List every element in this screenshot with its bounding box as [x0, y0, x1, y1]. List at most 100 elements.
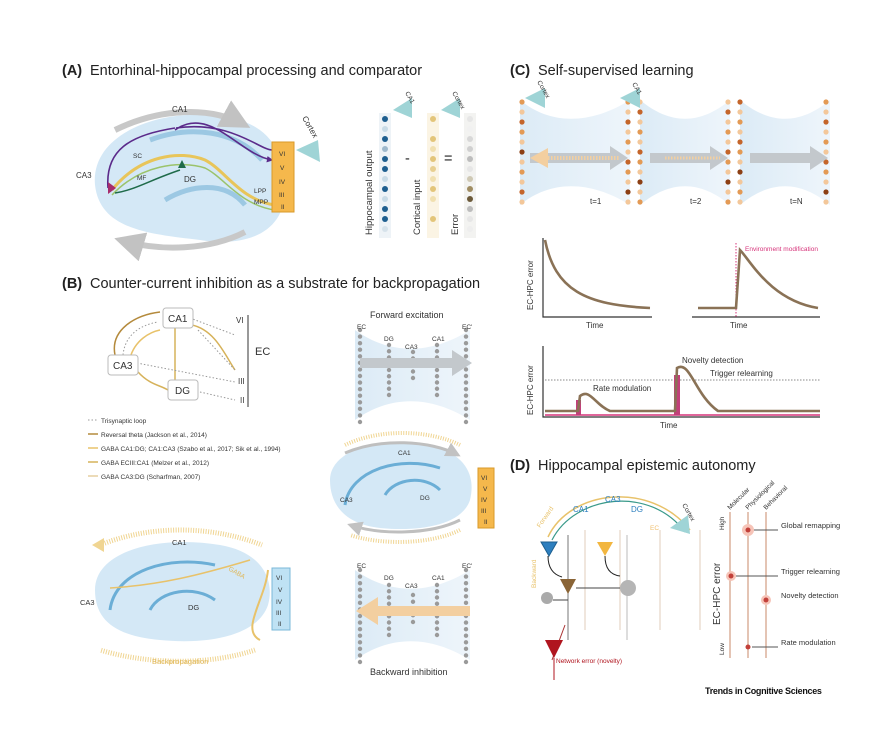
panel-d-title: Hippocampal epistemic autonomy	[538, 458, 756, 474]
network-unit	[737, 129, 743, 135]
ec-prime-unit	[463, 400, 469, 405]
network-unit	[519, 129, 525, 135]
network-unit	[725, 99, 731, 105]
ec-prime-unit	[463, 327, 469, 333]
plot2-error-curve	[698, 247, 819, 310]
cortical-input-unit	[430, 226, 436, 232]
epistemic-scale: Molecular Physiological Behavioral High …	[712, 479, 840, 658]
bottom-gaba-path-2	[109, 559, 251, 589]
network-unit	[737, 169, 743, 175]
plot2-annotation: Environment modification	[745, 246, 818, 253]
network-unit	[637, 179, 643, 185]
yellow-neuron-icon	[597, 542, 613, 556]
ec-unit	[357, 334, 363, 339]
panel-d-letter: (D)	[510, 458, 530, 474]
cortical-input-unit	[430, 186, 436, 192]
trigger-relearning-marker	[728, 573, 734, 579]
ec-prime-unit	[463, 419, 469, 425]
network-unit	[725, 159, 731, 165]
plot1-axes	[542, 238, 652, 318]
ec-prime-unit	[463, 406, 469, 412]
bwd-label-ec: EC	[357, 563, 366, 570]
forward-arrowhead	[452, 350, 472, 376]
ec-unit	[463, 567, 469, 573]
cortical-input-unit	[430, 116, 436, 122]
middle-dg-layer	[383, 478, 442, 496]
backward-arc	[551, 500, 686, 541]
scale-ylabel: EC-HPC error	[712, 562, 723, 625]
ec-unit	[357, 587, 363, 592]
sc-pathway	[107, 125, 273, 189]
ec-unit	[357, 659, 363, 665]
hippocampus-diagram: CA1 CA3 DG SC MF LPP MPP VI V IV III II …	[76, 100, 320, 262]
network-unit	[725, 149, 731, 155]
bottom-backprop-label: Backpropagation	[152, 657, 208, 666]
plot3-axes	[542, 346, 820, 418]
blue-to-brown-synapse	[547, 555, 563, 578]
error-unit	[467, 206, 473, 212]
ec-prime-unit	[463, 367, 469, 372]
network-unit	[725, 129, 731, 135]
panel-c-letter: (C)	[510, 63, 530, 79]
network-unit	[637, 119, 643, 125]
network-t2-shape	[640, 100, 730, 205]
circuit: Network error (novelty) CA1 CA3 DG EC Co…	[531, 495, 701, 680]
mf-label: MF	[137, 175, 146, 182]
network-unit	[625, 199, 631, 205]
ec-layer-ii: II	[240, 396, 244, 405]
ec-label: EC	[255, 346, 270, 358]
bottom-ca3-label: CA3	[80, 598, 95, 607]
network-error-label: Network error (novelty)	[556, 658, 622, 665]
hidden-unit	[434, 392, 440, 398]
faded-dendrites	[584, 530, 701, 630]
global-remapping-marker	[745, 527, 751, 533]
cortex-tag-icon	[525, 88, 545, 108]
trisynaptic-path	[122, 321, 159, 356]
network-unit	[519, 169, 525, 175]
hippocampal-output-unit	[382, 226, 388, 232]
network-unit	[725, 139, 731, 145]
hidden-unit	[434, 380, 440, 385]
ec-unit	[463, 574, 469, 579]
journal-credit: Trends in Cognitive Sciences	[705, 686, 822, 696]
fwd-label-ec: EC	[357, 324, 366, 331]
legend-item: GABA ECIII:CA1 (Melzer et al., 2012)	[101, 460, 209, 467]
ec-unit	[357, 567, 363, 573]
error-unit	[467, 196, 473, 202]
sc-label: SC	[133, 153, 142, 160]
layer-iv: IV	[279, 179, 286, 186]
network-unit	[823, 189, 829, 195]
step-t1-label: t=1	[590, 197, 602, 206]
comparator: Hippocampal output Cortical input Error …	[364, 91, 476, 238]
node-dg	[167, 379, 199, 401]
forward-flow-shape	[355, 330, 470, 420]
hidden-unit	[386, 342, 392, 348]
middle-ca1-label: CA1	[398, 450, 411, 457]
bottom-layer-iv: IV	[276, 599, 283, 606]
hippocampal-output-unit	[382, 216, 388, 222]
ec-unit	[357, 327, 363, 333]
ca1-ec-vi-path	[189, 317, 236, 336]
backward-label: Backward	[531, 559, 538, 588]
dg-layer	[163, 185, 247, 207]
ca3-label: CA3	[76, 171, 92, 180]
middle-dg-label: DG	[420, 495, 430, 502]
dg-neuron-icon	[178, 160, 186, 168]
ec-prime-unit	[463, 347, 469, 352]
network-unit	[519, 189, 525, 195]
hidden-unit	[386, 392, 392, 398]
network-unit	[823, 99, 829, 105]
ec-unit	[357, 574, 363, 579]
plot-decay: EC-HPC error Time	[526, 238, 652, 330]
cortex-tag-icon	[441, 98, 460, 118]
hidden-unit	[386, 632, 392, 638]
hidden-unit	[386, 386, 392, 391]
eciii-ca1-path	[197, 329, 236, 371]
lpp-label: LPP	[254, 188, 266, 195]
network-unit	[737, 189, 743, 195]
hippocampal-output-column	[379, 113, 391, 238]
interneuron-right-icon	[620, 580, 636, 596]
network-unit	[823, 139, 829, 145]
error-unit	[467, 156, 473, 162]
